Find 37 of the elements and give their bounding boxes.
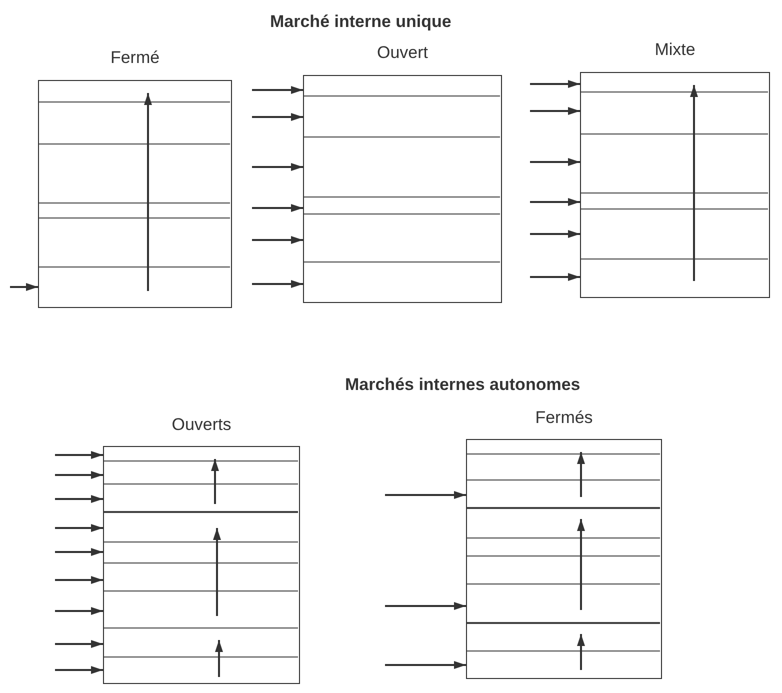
column-heading: Fermé: [109, 48, 161, 68]
arrow: [55, 495, 103, 503]
arrow: [530, 107, 580, 115]
column-heading: Ouvert: [376, 43, 430, 63]
arrow: [55, 607, 103, 615]
arrow: [252, 236, 303, 244]
arrow: [530, 230, 580, 238]
arrow: [252, 280, 303, 288]
arrow: [252, 163, 303, 171]
arrow: [252, 113, 303, 121]
arrow: [55, 548, 103, 556]
job-ladder-box: [303, 43, 502, 303]
arrow: [55, 640, 103, 648]
column-heading: Fermés: [534, 408, 594, 428]
arrow: [55, 471, 103, 479]
arrow: [385, 491, 466, 499]
arrow: [385, 661, 466, 669]
column-heading: Ouverts: [170, 415, 232, 435]
job-ladder-box: [103, 415, 300, 684]
job-ladder-box: [38, 48, 232, 308]
arrow: [530, 158, 580, 166]
arrow: [530, 273, 580, 281]
section-title: Marchés internes autonomes: [345, 375, 580, 395]
arrow: [530, 198, 580, 206]
arrow: [385, 602, 466, 610]
arrow: [530, 80, 580, 88]
arrow: [55, 524, 103, 532]
job-ladder-box: [580, 40, 770, 298]
job-ladder-box: [466, 408, 662, 679]
arrow: [55, 451, 103, 459]
arrow: [55, 576, 103, 584]
section-title: Marché interne unique: [270, 12, 452, 32]
arrow: [252, 86, 303, 94]
arrow: [55, 666, 103, 674]
arrow: [10, 283, 38, 291]
column-heading: Mixte: [654, 40, 696, 60]
arrow: [252, 204, 303, 212]
